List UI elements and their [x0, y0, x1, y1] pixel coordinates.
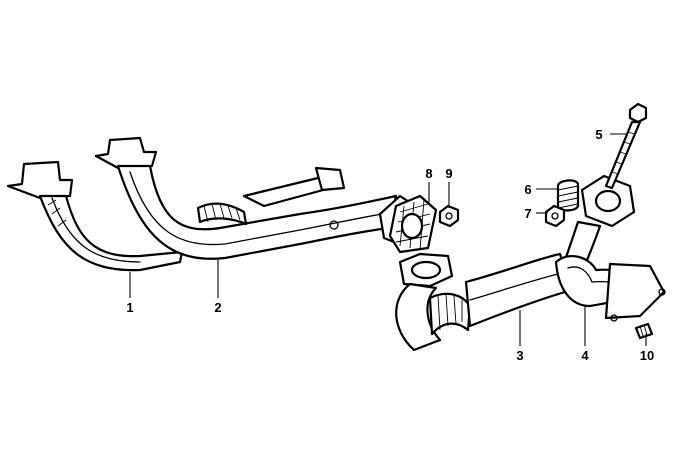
part-6-spring [556, 179, 580, 212]
callout-2: 2 [214, 300, 221, 315]
callout-7: 7 [524, 206, 531, 221]
callout-4: 4 [581, 348, 589, 363]
callout-8: 8 [425, 166, 432, 181]
callout-6: 6 [524, 182, 531, 197]
callout-9: 9 [445, 166, 452, 181]
part-10-stud [634, 322, 654, 340]
part-2-downpipe [94, 136, 418, 260]
part-3-intermediate-pipe [395, 252, 574, 352]
part-9-nut [438, 204, 460, 228]
part-1-downpipe [6, 160, 184, 272]
callout-3: 3 [516, 348, 523, 363]
callout-1: 1 [126, 300, 133, 315]
part-4-downpipe-rear [554, 174, 666, 322]
callout-10: 10 [640, 348, 654, 363]
callout-5: 5 [595, 127, 602, 142]
part-8-gasket [388, 194, 438, 254]
part-5-bolt [604, 102, 648, 190]
part-7-nut [544, 204, 566, 228]
